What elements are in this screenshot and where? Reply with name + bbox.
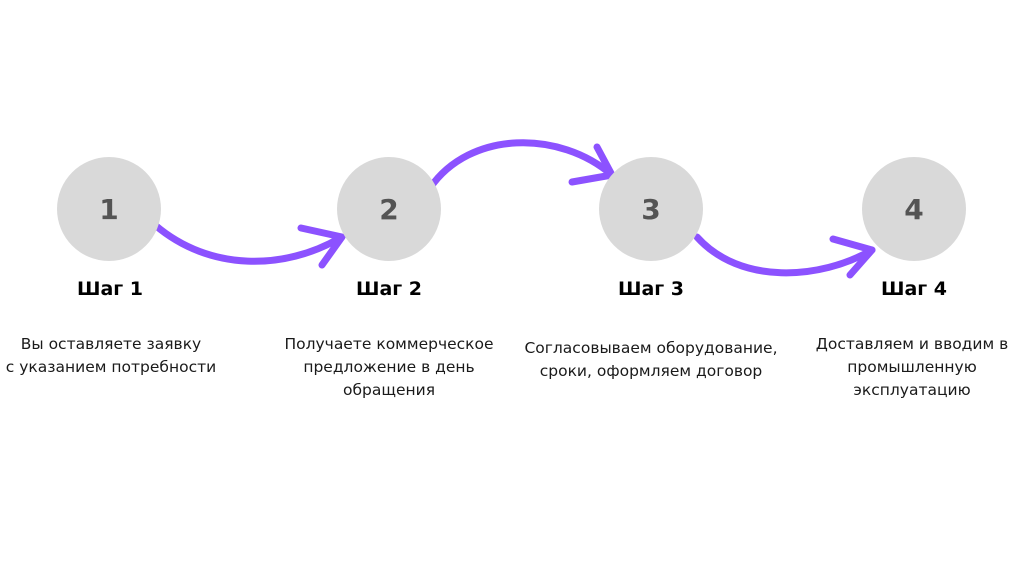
step-1-circle: 1 xyxy=(57,157,161,261)
step-1-title: Шаг 1 xyxy=(76,278,144,300)
step-2-description: Получаете коммерческое предложение в ден… xyxy=(284,335,494,399)
step-4-number: 4 xyxy=(904,192,924,226)
step-2-title: Шаг 2 xyxy=(355,278,423,300)
step-3-circle: 3 xyxy=(599,157,703,261)
arrow-3-to-4 xyxy=(693,233,876,279)
step-4-title: Шаг 4 xyxy=(880,278,948,300)
arrow-1-to-2 xyxy=(151,221,346,269)
step-1-number: 1 xyxy=(99,192,119,226)
step-2-circle: 2 xyxy=(337,157,441,261)
arrow-2-to-3 xyxy=(426,139,616,192)
step-4-circle: 4 xyxy=(862,157,966,261)
step-3-description: Согласовываем оборудование, сроки, оформ… xyxy=(524,339,778,380)
step-3-number: 3 xyxy=(641,192,661,226)
step-2-number: 2 xyxy=(379,192,399,226)
step-3-title: Шаг 3 xyxy=(617,278,685,300)
step-1-description: Вы оставляете заявку с указанием потребн… xyxy=(5,335,217,376)
step-4-description: Доставляем и вводим в промышленную экспл… xyxy=(815,335,1009,399)
